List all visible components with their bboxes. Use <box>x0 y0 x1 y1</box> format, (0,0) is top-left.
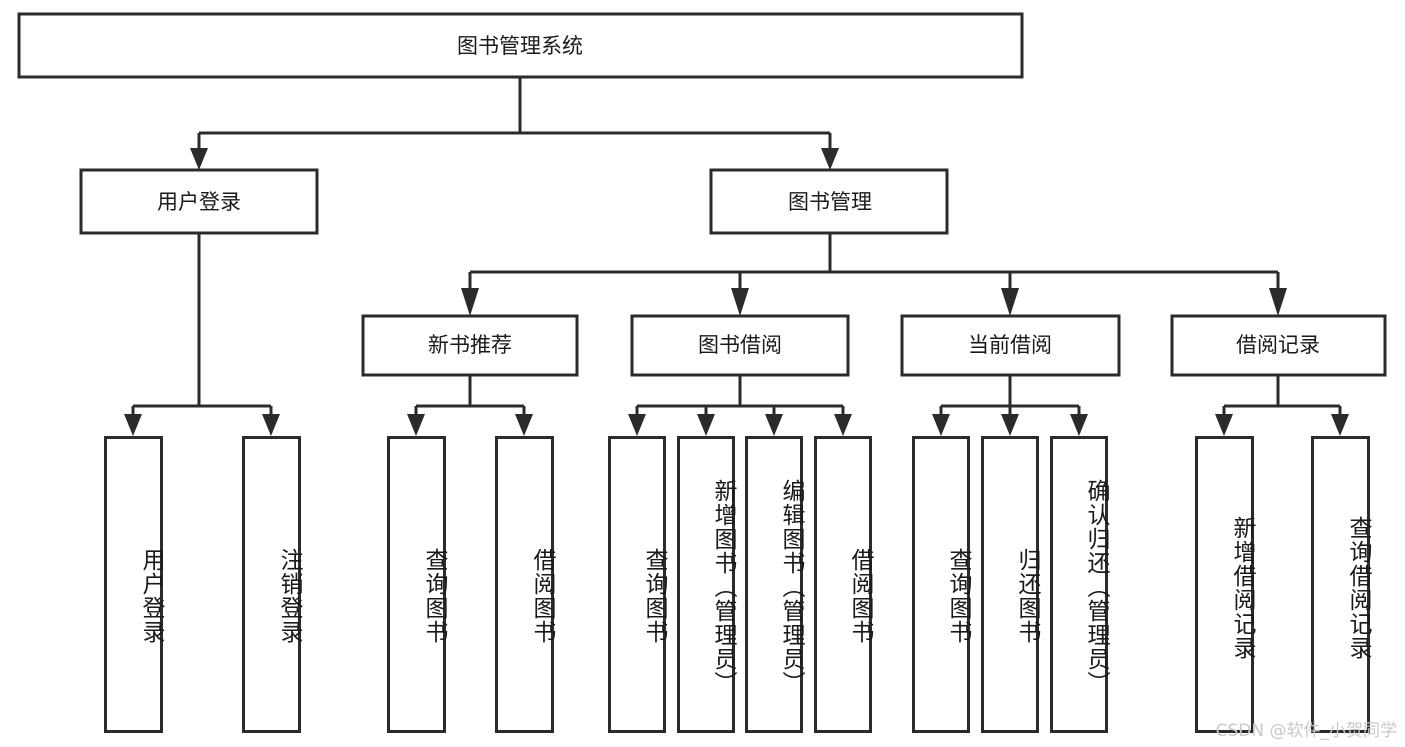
node-book-manage-label: 图书管理 <box>788 190 872 214</box>
node-current-borrow-label: 当前借阅 <box>968 333 1052 357</box>
arrow-head-leaf-return-book <box>1001 414 1019 436</box>
node-leaf-user-logout[interactable] <box>242 436 301 733</box>
node-new-book-recommend-label: 新书推荐 <box>428 333 512 357</box>
arrow-head-leaf-query-book-2 <box>628 414 646 436</box>
node-book-borrow-box[interactable] <box>630 314 850 377</box>
node-leaf-query-book-2[interactable] <box>608 436 666 733</box>
arrow-head-leaf-add-book <box>697 414 715 436</box>
node-book-manage-box[interactable] <box>709 168 949 235</box>
arrow-head-leaf-user-login <box>124 414 142 436</box>
arrow-head-leaf-query-book-3 <box>932 414 950 436</box>
node-root-label: 图书管理系统 <box>457 34 583 58</box>
node-leaf-borrow-book-2[interactable] <box>814 436 872 733</box>
node-borrow-record-box[interactable] <box>1170 314 1387 377</box>
arrow-head-leaf-query-record <box>1331 414 1349 436</box>
node-current-borrow-box[interactable] <box>900 314 1121 377</box>
node-leaf-confirm-return[interactable] <box>1050 436 1108 733</box>
arrow-head-leaf-borrow-book-2 <box>834 414 852 436</box>
node-book-borrow[interactable]: 图书借阅 <box>630 314 850 377</box>
arrow-head-leaf-add-record <box>1215 414 1233 436</box>
node-leaf-add-book[interactable] <box>677 436 735 733</box>
node-user-login-box[interactable] <box>79 168 319 235</box>
connector-group <box>124 77 1349 436</box>
node-user-login-label: 用户登录 <box>157 190 241 214</box>
node-leaf-edit-book[interactable] <box>745 436 803 733</box>
arrow-head-new-book-recommend <box>461 288 479 316</box>
node-user-login[interactable]: 用户登录 <box>79 168 319 235</box>
arrow-head-leaf-user-logout <box>262 414 280 436</box>
arrow-head-book-manage <box>821 148 839 170</box>
arrow-head-leaf-query-book-1 <box>407 414 425 436</box>
node-new-book-recommend[interactable]: 新书推荐 <box>361 314 579 377</box>
node-leaf-query-book-3[interactable] <box>912 436 970 733</box>
node-leaf-add-record[interactable] <box>1195 436 1254 733</box>
node-root-box[interactable] <box>17 12 1024 79</box>
node-leaf-return-book[interactable] <box>981 436 1039 733</box>
node-new-book-recommend-box[interactable] <box>361 314 579 377</box>
node-leaf-query-record[interactable] <box>1311 436 1370 733</box>
node-book-manage[interactable]: 图书管理 <box>709 168 949 235</box>
arrow-head-book-borrow <box>731 288 749 316</box>
node-current-borrow[interactable]: 当前借阅 <box>900 314 1121 377</box>
node-leaf-user-login[interactable] <box>104 436 163 733</box>
node-borrow-record[interactable]: 借阅记录 <box>1170 314 1387 377</box>
arrow-head-borrow-record <box>1269 288 1287 316</box>
arrow-head-leaf-edit-book <box>765 414 783 436</box>
node-book-borrow-label: 图书借阅 <box>698 333 782 357</box>
arrow-head-user-login <box>190 148 208 170</box>
node-leaf-borrow-book-1[interactable] <box>495 436 554 733</box>
arrow-head-leaf-borrow-book-1 <box>515 414 533 436</box>
node-borrow-record-label: 借阅记录 <box>1236 333 1320 357</box>
arrow-head-leaf-confirm-return <box>1070 414 1088 436</box>
arrow-head-current-borrow <box>1001 288 1019 316</box>
node-leaf-query-book-1[interactable] <box>387 436 446 733</box>
node-root[interactable]: 图书管理系统 <box>17 12 1024 79</box>
